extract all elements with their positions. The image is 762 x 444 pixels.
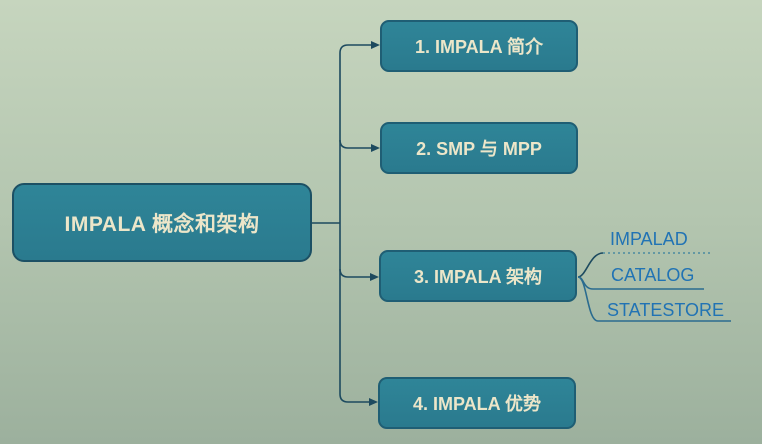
arrowhead-icon xyxy=(370,273,379,281)
node-label: 3. IMPALA 架构 xyxy=(413,267,542,287)
node-label: 4. IMPALA 优势 xyxy=(412,394,541,414)
arrowhead-icon xyxy=(371,41,380,49)
root-node-label: IMPALA 概念和架构 xyxy=(64,212,260,236)
node-smp-mpp[interactable]: 2. SMP 与 MPP xyxy=(380,122,578,174)
node-label: 2. SMP 与 MPP xyxy=(416,139,542,159)
node-impala-architecture[interactable]: 3. IMPALA 架构 xyxy=(379,250,577,302)
node-label: 1. IMPALA 简介 xyxy=(414,37,543,57)
arrowhead-icon xyxy=(369,398,378,406)
subtopic-statestore[interactable]: STATESTORE xyxy=(607,300,725,320)
subtopic-catalog[interactable]: CATALOG xyxy=(611,265,695,285)
node-impala-advantages[interactable]: 4. IMPALA 优势 xyxy=(378,377,576,429)
subtopic-impalad[interactable]: IMPALAD xyxy=(610,229,688,249)
arrowhead-icon xyxy=(371,144,380,152)
root-node-impala-concept[interactable]: IMPALA 概念和架构 xyxy=(12,183,312,262)
node-impala-intro[interactable]: 1. IMPALA 简介 xyxy=(380,20,578,72)
